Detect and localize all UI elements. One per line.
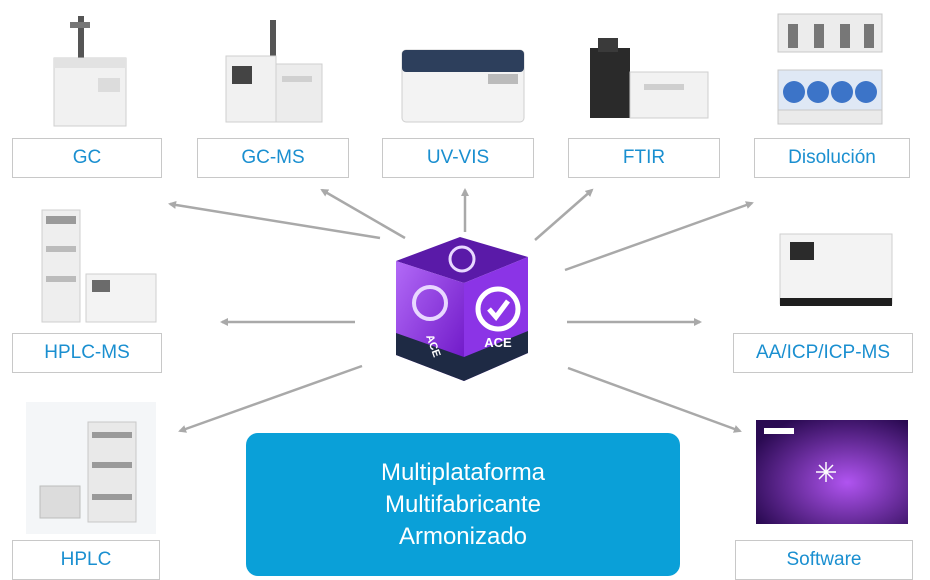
platform-label-aaicp: AA/ICP/ICP-MS (733, 333, 913, 373)
software-box-image (756, 420, 908, 524)
hplcms-instrument-image (41, 209, 157, 323)
uvvis-instrument-image (401, 49, 525, 123)
arrow-to-ftir (534, 188, 594, 241)
arrow-to-software (567, 366, 742, 433)
cube-front-text: ACE (484, 335, 512, 350)
hplc-instrument-image (26, 402, 156, 534)
platform-label-dissolution: Disolución (754, 138, 910, 178)
platform-label-ftir: FTIR (568, 138, 720, 178)
dissolution-instrument-image (777, 13, 883, 125)
platform-label-hplc: HPLC (12, 540, 160, 580)
platform-label-gcms: GC-MS (197, 138, 349, 178)
platform-label-gc: GC (12, 138, 162, 178)
feature-banner: Multiplataforma Multifabricante Armoniza… (246, 433, 680, 576)
ace-cube-logo: ACE ACE (396, 237, 528, 381)
banner-line-multivendor: Multifabricante (384, 490, 542, 518)
banner-line-harmonized: Armonizado (398, 522, 528, 550)
ftir-instrument-image (590, 38, 709, 119)
platform-label-uvvis: UV-VIS (382, 138, 534, 178)
gc-instrument-image (53, 16, 127, 127)
platform-label-hplcms: HPLC-MS (12, 333, 162, 373)
gcms-instrument-image (225, 20, 323, 123)
aaicp-instrument-image (779, 233, 893, 306)
arrow-to-dissolution (564, 201, 754, 272)
arrow-to-hplc (178, 364, 363, 433)
arrow-to-gc (168, 201, 381, 240)
arrow-to-gcms (320, 188, 406, 240)
banner-line-multiplatform: Multiplataforma (380, 458, 546, 486)
platform-label-software: Software (735, 540, 913, 580)
